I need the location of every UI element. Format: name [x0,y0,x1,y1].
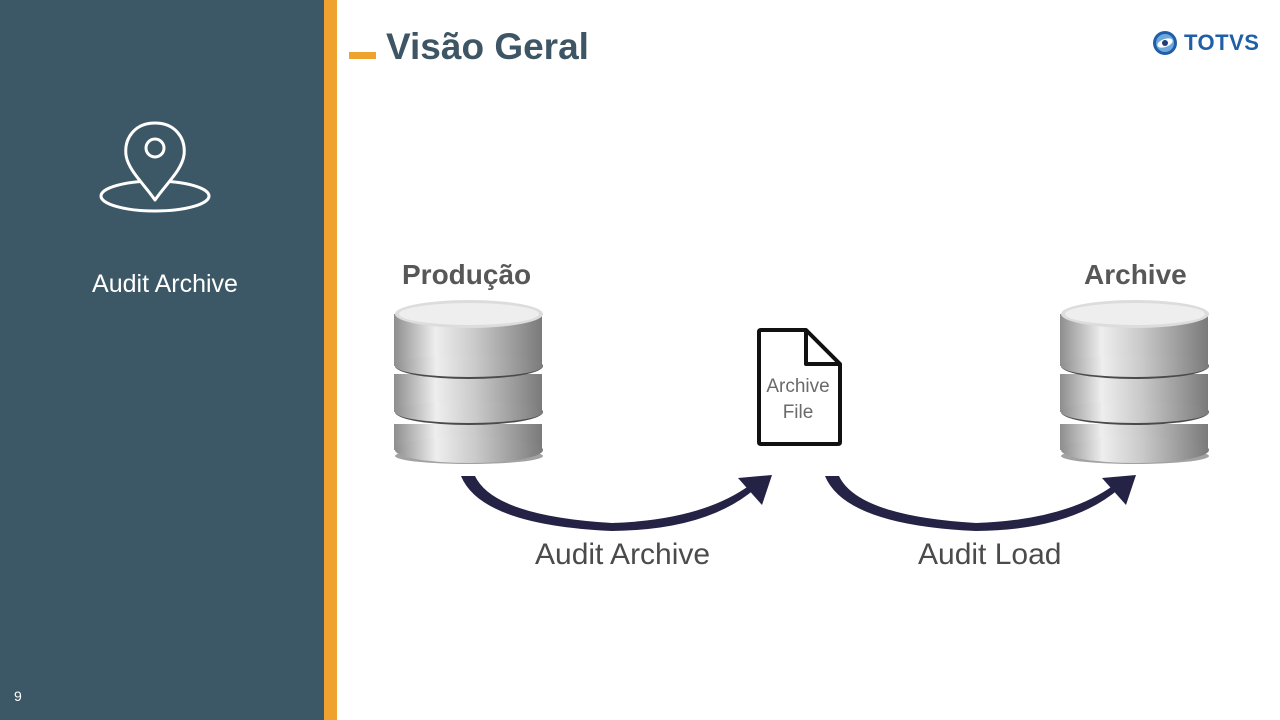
location-pin-icon [99,121,211,213]
page-title: Visão Geral [386,26,589,67]
title-marker [349,52,376,59]
source-database-icon [394,300,543,464]
sidebar-title: Audit Archive [92,270,238,298]
curved-arrow-icon-1 [461,475,772,531]
curved-arrow-icon-2 [825,475,1136,531]
totvs-logo-icon [1153,31,1177,55]
file-label-line1: Archive [766,376,830,397]
source-label: Produção [402,259,532,290]
logo-text: TOTVS [1184,30,1260,55]
page-number: 9 [14,688,22,704]
file-label: Archive File [754,374,842,426]
audit-load-label: Audit Load [918,538,1062,571]
sidebar-accent-stripe [324,0,337,720]
totvs-logo: TOTVS [1152,30,1259,56]
target-label: Archive [1084,259,1187,290]
archive-database-icon [1060,300,1209,464]
audit-archive-label: Audit Archive [535,538,711,571]
file-label-line2: File [782,402,814,423]
sidebar-panel [0,0,324,720]
archive-file-icon [757,328,842,446]
